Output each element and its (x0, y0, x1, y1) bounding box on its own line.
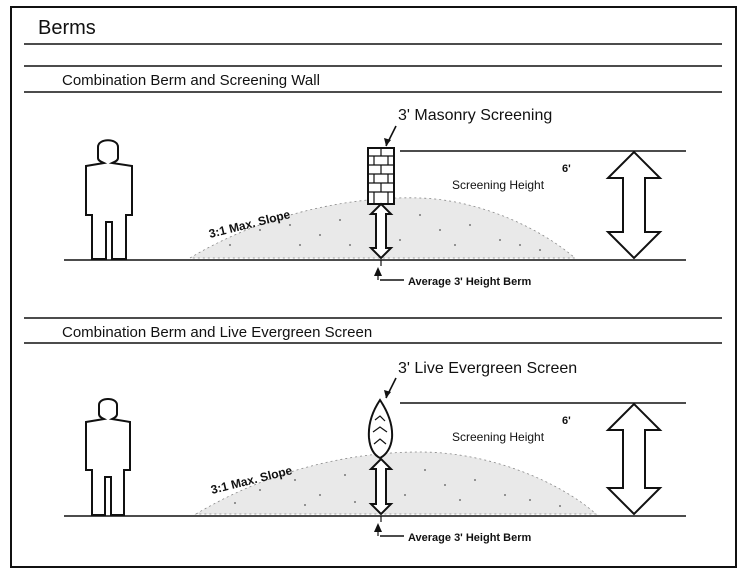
panel-1-berm-height-arrow (368, 202, 394, 260)
panel-2-berm-pointer-head (374, 523, 382, 532)
panel-2-berm-height-arrow (368, 457, 394, 516)
panel-2-screening-height-arrow (605, 402, 663, 516)
panel-2-height-value: 6' (562, 415, 571, 427)
panel-1-screening-height-arrow (605, 150, 663, 260)
panel-2-evergreen-shrub (367, 398, 394, 460)
panel-2-berm-label: Average 3' Height Berm (408, 532, 531, 544)
panel-1-height-value: 6' (562, 163, 571, 175)
panel-1-height-label: Screening Height (452, 178, 545, 192)
panel-1-masonry-wall (367, 147, 395, 205)
panel-1-berm-stipple (229, 214, 541, 251)
diagram-frame (10, 6, 737, 568)
panel-2-screen-label: 3' Live Evergreen Screen (398, 360, 577, 377)
panel-1-berm-label: Average 3' Height Berm (408, 276, 531, 288)
panel-2-person-figure (85, 398, 131, 516)
panel-2-screen-pointer-head (384, 390, 391, 398)
panel-1-berm-pointer-head (374, 267, 382, 276)
panel-2-evergreen-texture (372, 415, 388, 445)
panel-1-person-figure (85, 139, 133, 260)
panel-1-heading: Combination Berm and Screening Wall (62, 72, 320, 89)
panel-2-heading: Combination Berm and Live Evergreen Scre… (62, 324, 372, 341)
page-title: Berms (38, 17, 96, 39)
panel-1-screen-pointer-head (384, 138, 391, 146)
panel-2-height-label: Screening Height (452, 430, 545, 444)
panel-1-screen-label: 3' Masonry Screening (398, 107, 552, 124)
panel-2-berm-stipple (234, 469, 561, 507)
panel-2-berm (194, 451, 598, 515)
